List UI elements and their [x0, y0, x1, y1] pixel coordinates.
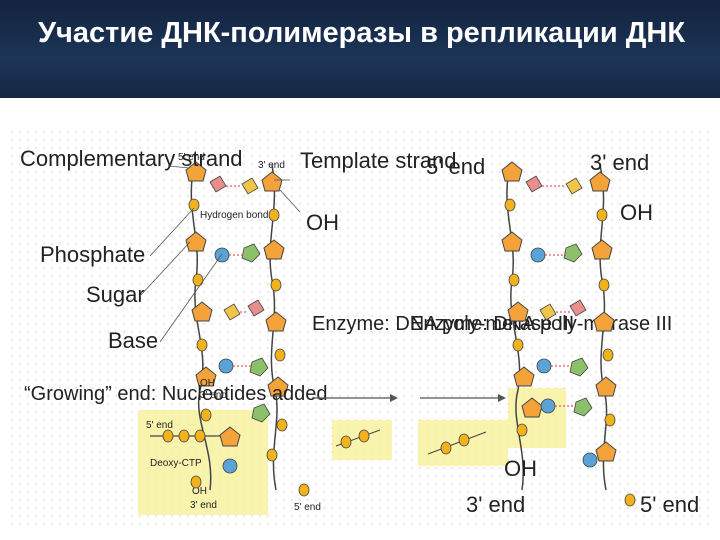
label-template-strand: Template strand — [300, 148, 457, 173]
label-three-end-top: 3' end — [258, 160, 285, 171]
label-oh-top: OH — [306, 210, 339, 235]
label-right-three-end-bottom: 3' end — [466, 492, 525, 517]
label-five-end-top: 5' end — [178, 152, 205, 163]
label-five-end-bottom: 5' end — [294, 502, 321, 513]
label-enzyme-right: Enzyme: DNA poly-merase III — [410, 313, 672, 335]
label-oh-mid: OH — [200, 378, 215, 389]
incoming-nucleotide-left — [150, 429, 220, 489]
slide-title: Участие ДНК-полимеразы в репликации ДНК — [38, 17, 686, 49]
label-complementary: Complementary strand — [20, 146, 243, 171]
label-right-oh-bottom: OH — [504, 456, 537, 481]
highlight-box-incoming-nucleotide — [138, 410, 268, 515]
label-base: Base — [108, 328, 158, 353]
label-right-five-end-bottom: 5' end — [640, 492, 699, 517]
label-growing-end: “Growing” end: Nucleotides added — [24, 383, 328, 405]
right-dna-ladder — [501, 161, 636, 507]
label-right-three-end-top: 3' end — [590, 150, 649, 175]
label-right-five-end-top: 5' end — [426, 154, 485, 179]
label-enzyme-left: Enzyme: DNA poly-merase III — [312, 313, 574, 335]
label-five-end-box: 5' end — [146, 420, 173, 431]
label-right-oh-top: OH — [620, 200, 653, 225]
label-hydrogen-bond: Hydrogen bond — [200, 210, 268, 221]
label-oh-box: OH — [192, 486, 207, 497]
label-three-end-mid: 3' end — [200, 390, 227, 401]
label-sugar: Sugar — [86, 282, 145, 307]
highlight-box-added-nucleotide — [508, 388, 566, 448]
dna-polymerase-diagram: Complementary strand 5' end 3' end Templ… — [10, 130, 712, 530]
label-three-end-box: 3' end — [190, 500, 217, 511]
leader-lines — [139, 165, 301, 343]
header-corner — [0, 0, 720, 98]
free-pyrophosphate-left — [335, 429, 381, 449]
reaction-arrow — [312, 394, 506, 402]
label-deoxy-ctp: Deoxy-CTP — [150, 458, 202, 469]
slide-header: Участие ДНК-полимеразы в репликации ДНК — [0, 0, 720, 98]
label-phosphate: Phosphate — [40, 242, 145, 267]
free-pyrophosphate-right — [427, 431, 487, 455]
